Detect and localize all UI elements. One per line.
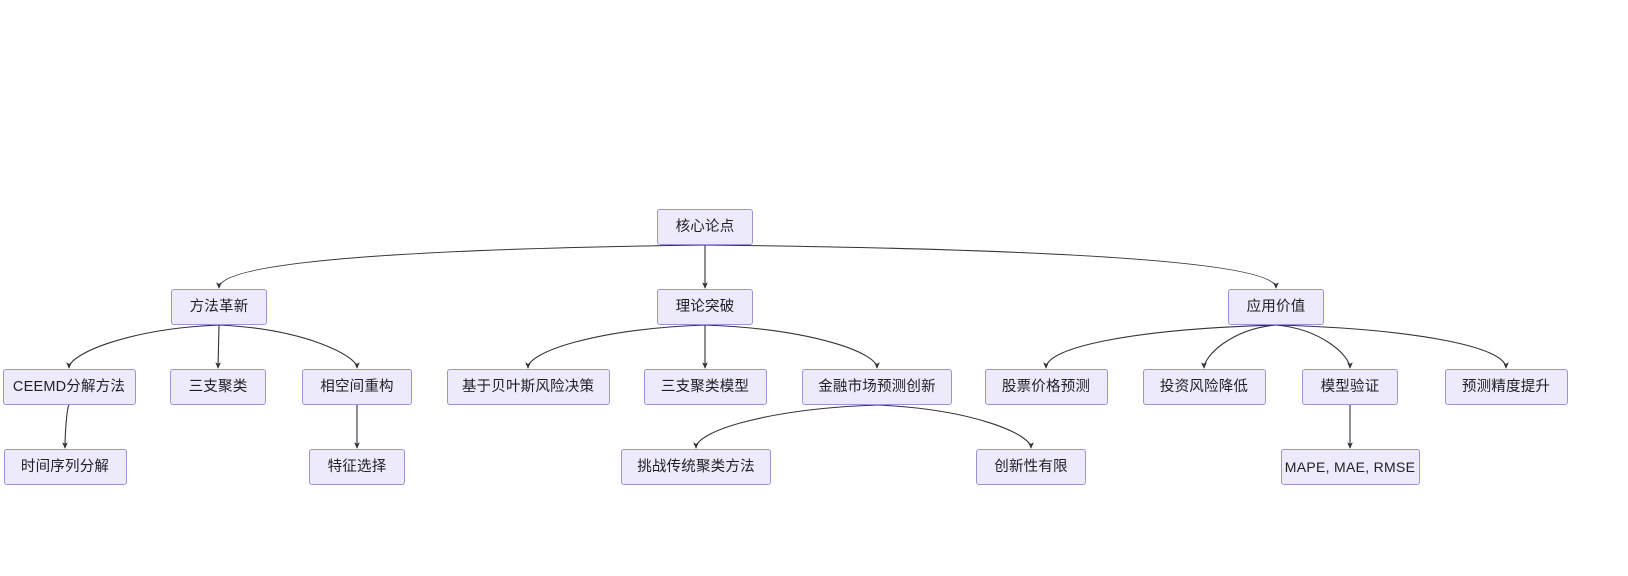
node-label: 三支聚类 — [188, 378, 248, 395]
edge-l2b-to-l3b1 — [525, 324, 706, 369]
node-label: CEEMD分解方法 — [12, 378, 126, 395]
node-l2a[interactable]: 方法革新 — [171, 289, 267, 325]
node-label: 金融市场预测创新 — [818, 378, 936, 395]
edge-l2c-to-l3c1 — [1043, 324, 1277, 369]
node-l3c2[interactable]: 投资风险降低 — [1142, 369, 1266, 405]
node-label: 基于贝叶斯风险决策 — [461, 378, 595, 395]
node-label: 挑战传统聚类方法 — [637, 458, 755, 475]
node-label: 应用价值 — [1246, 298, 1306, 315]
edge-l3b3-to-l4d — [876, 404, 1034, 449]
node-l3b1[interactable]: 基于贝叶斯风险决策 — [446, 369, 610, 405]
node-label: 三支聚类模型 — [660, 378, 750, 395]
node-label: 理论突破 — [675, 298, 735, 315]
node-l3c4[interactable]: 预测精度提升 — [1444, 369, 1568, 405]
node-label: 股票价格预测 — [1001, 378, 1091, 395]
node-label: 时间序列分解 — [20, 458, 110, 475]
edge-l2c-to-l3c4 — [1275, 324, 1509, 369]
edge-l2b-to-l3b3 — [704, 324, 880, 369]
node-l4a[interactable]: 时间序列分解 — [3, 449, 127, 485]
edge-l2a-to-l3a3 — [218, 324, 360, 369]
edge-l2c-to-l3c3 — [1275, 324, 1353, 369]
node-label: 投资风险降低 — [1159, 378, 1249, 395]
node-l2b[interactable]: 理论突破 — [657, 289, 753, 325]
node-l4d[interactable]: 创新性有限 — [976, 449, 1086, 485]
node-label: MAPE, MAE, RMSE — [1284, 459, 1416, 475]
node-l3a3[interactable]: 相空间重构 — [302, 369, 412, 405]
node-l4b[interactable]: 特征选择 — [309, 449, 405, 485]
node-label: 预测精度提升 — [1461, 378, 1551, 395]
node-label: 特征选择 — [327, 458, 387, 475]
edge-l2c-to-l3c2 — [1201, 324, 1277, 369]
edge-group — [62, 244, 1509, 449]
node-l3a1[interactable]: CEEMD分解方法 — [2, 369, 136, 405]
node-l3b2[interactable]: 三支聚类模型 — [643, 369, 767, 405]
node-label: 方法革新 — [189, 298, 249, 315]
edge-l3b3-to-l4c — [693, 404, 878, 449]
node-l2c[interactable]: 应用价值 — [1228, 289, 1324, 325]
edge-root-to-l2c — [704, 244, 1279, 289]
edge-root-to-l2a — [216, 244, 706, 289]
node-label: 相空间重构 — [320, 378, 394, 395]
node-l3c1[interactable]: 股票价格预测 — [984, 369, 1108, 405]
node-label: 创新性有限 — [994, 458, 1068, 475]
edge-l3a1-to-l4a — [62, 404, 70, 449]
node-l3a2[interactable]: 三支聚类 — [170, 369, 266, 405]
node-l3c3[interactable]: 模型验证 — [1302, 369, 1398, 405]
node-label: 模型验证 — [1320, 378, 1380, 395]
edge-l2a-to-l3a1 — [66, 324, 220, 369]
node-l3b3[interactable]: 金融市场预测创新 — [802, 369, 952, 405]
edge-l2a-to-l3a2 — [215, 324, 221, 369]
node-label: 核心论点 — [675, 218, 735, 235]
node-root[interactable]: 核心论点 — [657, 209, 753, 245]
node-l4c[interactable]: 挑战传统聚类方法 — [621, 449, 771, 485]
node-l4e[interactable]: MAPE, MAE, RMSE — [1280, 449, 1420, 485]
